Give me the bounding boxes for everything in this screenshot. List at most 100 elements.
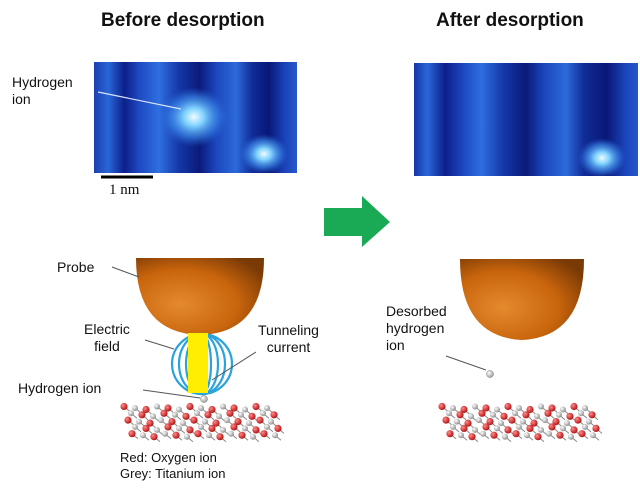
oxygen-ion	[522, 411, 530, 419]
titanium-ion	[198, 405, 204, 411]
titanium-ion	[520, 418, 526, 425]
titanium-ion	[534, 413, 540, 420]
hydrogen-ion-pointer-line	[142, 389, 201, 399]
titanium-ion	[198, 423, 204, 430]
titanium-ion	[538, 403, 544, 410]
oxygen-ion	[486, 418, 494, 426]
oxygen-ion	[544, 409, 552, 417]
titanium-ion	[128, 410, 134, 417]
oxygen-ion	[566, 412, 574, 420]
titanium-ion	[132, 405, 138, 411]
crystal-lattice-left	[120, 402, 285, 443]
titanium-ion	[556, 411, 562, 418]
oxygen-ion	[168, 418, 176, 426]
titanium-ion	[242, 425, 248, 432]
oxygen-ion	[460, 405, 468, 414]
probe-pointer-line	[111, 266, 140, 278]
titanium-ion	[524, 432, 530, 439]
oxygen-ion	[500, 412, 508, 420]
oxygen-ion	[460, 424, 468, 432]
oxygen-ion	[504, 402, 512, 411]
hydrogen-label-line1: Hydrogen	[12, 74, 73, 90]
titanium-ion	[502, 433, 508, 440]
oxygen-ion	[128, 430, 136, 438]
tunneling-line1: Tunneling	[258, 322, 319, 338]
oxygen-ion	[446, 430, 454, 438]
tunneling-current-bar	[188, 333, 208, 393]
oxygen-ion	[482, 404, 490, 412]
titanium-ion	[264, 423, 270, 430]
oxygen-ion	[534, 433, 542, 441]
hydrogen-label-top: Hydrogen ion	[12, 74, 73, 108]
oxygen-ion	[578, 430, 586, 438]
titanium-ion	[180, 420, 186, 427]
oxygen-ion	[190, 416, 198, 424]
oxygen-ion	[208, 424, 216, 432]
crystal-lattice-right	[438, 402, 603, 443]
oxygen-ion	[438, 402, 446, 411]
electric-field-label: Electric field	[84, 321, 130, 355]
titanium-ion	[494, 425, 500, 432]
oxygen-ion	[204, 411, 212, 419]
titanium-ion	[538, 426, 544, 433]
oxygen-ion	[490, 431, 498, 439]
titanium-ion	[472, 403, 478, 410]
oxygen-ion	[194, 430, 202, 438]
oxygen-ion	[592, 424, 600, 432]
titanium-ion	[184, 433, 190, 440]
oxygen-ion	[556, 431, 564, 439]
titanium-ion	[172, 411, 178, 418]
titanium-ion	[194, 410, 200, 417]
titanium-ion	[458, 432, 464, 439]
titanium-ion	[450, 423, 456, 430]
oxygen-ion	[124, 416, 132, 424]
titanium-ion	[490, 411, 496, 418]
titanium-ion	[154, 426, 160, 433]
titanium-ion	[480, 430, 486, 437]
probe-right	[460, 259, 584, 340]
oxygen-ion	[548, 404, 556, 412]
oxygen-ion	[208, 405, 216, 414]
oxygen-ion	[226, 409, 234, 417]
oxygen-ion	[468, 433, 476, 441]
titanium-ion	[494, 406, 500, 413]
after-title: After desorption	[436, 10, 584, 31]
oxygen-ion	[234, 418, 242, 426]
oxygen-ion	[260, 430, 268, 438]
titanium-ion	[250, 433, 256, 440]
titanium-ion	[468, 413, 474, 420]
titanium-ion	[246, 420, 252, 427]
legend-titanium: Grey: Titanium ion	[120, 466, 226, 481]
tunneling-line2: current	[266, 339, 311, 355]
oxygen-ion	[588, 411, 596, 419]
titanium-ion	[220, 403, 226, 410]
oxygen-ion	[120, 402, 128, 411]
oxygen-ion	[574, 416, 582, 424]
desorbed-hydrogen-label: Desorbed hydrogen ion	[386, 303, 447, 354]
oxygen-ion	[160, 409, 168, 417]
titanium-ion	[542, 417, 548, 424]
oxygen-ion	[138, 411, 146, 419]
oxygen-ion	[248, 412, 256, 420]
oxygen-ion	[548, 423, 556, 431]
hydrogen-ion-label: Hydrogen ion	[18, 380, 102, 396]
oxygen-ion	[172, 431, 180, 439]
legend-oxygen: Red: Oxygen ion	[120, 450, 217, 465]
electric-field-line2: field	[94, 338, 120, 354]
hydrogen-pointer-line	[97, 91, 182, 110]
oxygen-ion	[252, 426, 260, 434]
tunneling-current-label: Tunneling current	[258, 322, 319, 356]
titanium-ion	[132, 423, 138, 430]
titanium-ion	[264, 405, 270, 411]
titanium-ion	[546, 430, 552, 437]
desorbed-pointer-line	[445, 355, 487, 371]
oxygen-ion	[508, 416, 516, 424]
probe-left	[136, 258, 264, 335]
titanium-ion	[206, 432, 212, 439]
oxygen-ion	[212, 419, 220, 427]
titanium-ion	[516, 405, 522, 411]
titanium-ion	[498, 420, 504, 427]
tunneling-pointer-line	[211, 351, 257, 381]
oxygen-ion	[150, 433, 158, 441]
